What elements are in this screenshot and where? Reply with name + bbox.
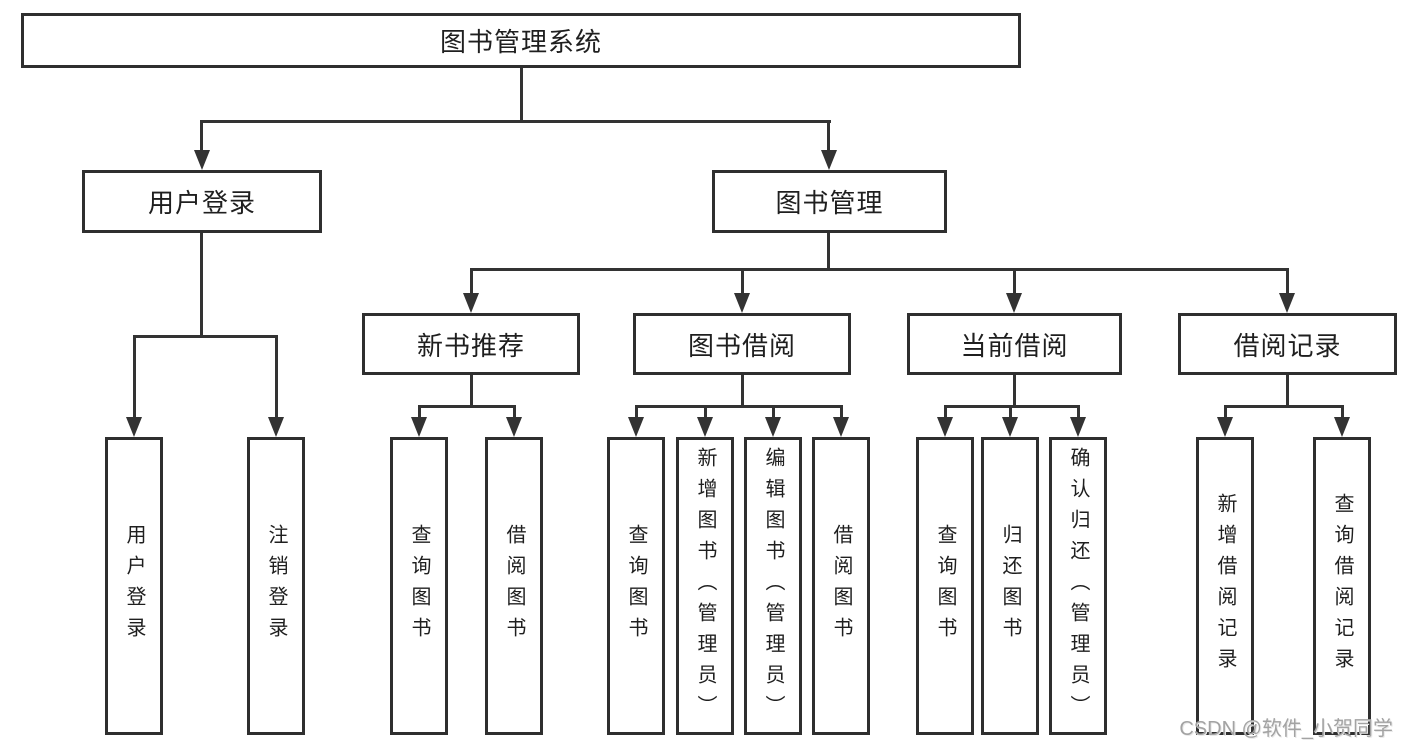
csdn-watermark: CSDN @软件_小贺同学 <box>1179 718 1393 740</box>
node-label: 借阅图书 <box>503 524 525 648</box>
arrow-down-icon <box>1217 417 1233 437</box>
tree-connector-vertical <box>840 405 843 419</box>
leaf-add-borrow-record: 新增借阅记录 <box>1196 437 1254 735</box>
tree-connector-vertical <box>1077 405 1080 419</box>
arrow-down-icon <box>1002 417 1018 437</box>
tree-connector-vertical <box>200 233 203 336</box>
arrow-down-icon <box>126 417 142 437</box>
tree-connector-vertical <box>704 405 707 419</box>
node-label: 用户登录 <box>123 524 145 648</box>
node-label: 查询图书 <box>408 524 430 648</box>
tree-connector-vertical <box>470 268 473 295</box>
arrow-down-icon <box>1006 293 1022 313</box>
tree-connector-horizontal <box>200 120 831 123</box>
node-label: 当前借阅 <box>960 330 1069 361</box>
arrow-down-icon <box>268 417 284 437</box>
node-label: 图书管理系统 <box>439 27 602 57</box>
node-label: 查询图书 <box>934 524 956 648</box>
node-label: 新增借阅记录 <box>1214 493 1236 679</box>
leaf-return-books: 归还图书 <box>981 437 1039 735</box>
tree-connector-vertical <box>513 405 516 419</box>
tree-connector-vertical <box>1013 375 1016 407</box>
leaf-add-books-admin: 新增图书（管理员） <box>676 437 734 735</box>
leaf-confirm-return-admin: 确认归还（管理员） <box>1049 437 1107 735</box>
tree-connector-vertical <box>827 120 830 152</box>
arrow-down-icon <box>628 417 644 437</box>
tree-connector-vertical <box>827 233 830 270</box>
node-label: 借阅图书 <box>830 524 852 648</box>
node-label: 查询借阅记录 <box>1331 493 1353 679</box>
tree-connector-vertical <box>1341 405 1344 419</box>
node-label: 新书推荐 <box>416 330 525 361</box>
tree-connector-vertical <box>470 375 473 407</box>
arrow-down-icon <box>506 417 522 437</box>
node-label: 借阅记录 <box>1233 330 1342 361</box>
arrow-down-icon <box>1334 417 1350 437</box>
node-book-management: 图书管理 <box>712 170 947 233</box>
node-label: 归还图书 <box>999 524 1021 648</box>
node-label: 图书借阅 <box>687 330 796 361</box>
node-current-borrowing: 当前借阅 <box>907 313 1122 375</box>
node-label: 新增图书（管理员） <box>694 446 716 726</box>
leaf-query-books-current: 查询图书 <box>916 437 974 735</box>
arrow-down-icon <box>697 417 713 437</box>
leaf-borrow-books-recommend: 借阅图书 <box>485 437 543 735</box>
tree-connector-vertical <box>741 375 744 407</box>
arrow-down-icon <box>463 293 479 313</box>
arrow-down-icon <box>765 417 781 437</box>
tree-connector-vertical <box>741 268 744 295</box>
tree-connector-horizontal <box>1224 405 1344 408</box>
arrow-down-icon <box>937 417 953 437</box>
node-library-management-system: 图书管理系统 <box>21 13 1021 68</box>
node-new-book-recommendation: 新书推荐 <box>362 313 580 375</box>
node-label: 用户登录 <box>147 188 256 218</box>
node-book-borrowing: 图书借阅 <box>633 313 851 375</box>
leaf-edit-books-admin: 编辑图书（管理员） <box>744 437 802 735</box>
tree-connector-vertical <box>772 405 775 419</box>
arrow-down-icon <box>734 293 750 313</box>
tree-connector-vertical <box>1286 268 1289 295</box>
leaf-query-books-recommend: 查询图书 <box>390 437 448 735</box>
node-label: 确认归还（管理员） <box>1067 446 1089 726</box>
arrow-down-icon <box>821 150 837 170</box>
tree-connector-horizontal <box>133 335 278 338</box>
tree-connector-horizontal <box>944 405 1080 408</box>
tree-connector-horizontal <box>418 405 516 408</box>
arrow-down-icon <box>1279 293 1295 313</box>
tree-connector-vertical <box>418 405 421 419</box>
leaf-borrow-books-borrowing: 借阅图书 <box>812 437 870 735</box>
tree-connector-vertical <box>200 120 203 152</box>
arrow-down-icon <box>833 417 849 437</box>
leaf-query-books-borrowing: 查询图书 <box>607 437 665 735</box>
tree-connector-horizontal <box>635 405 843 408</box>
node-borrowing-records: 借阅记录 <box>1178 313 1397 375</box>
leaf-logout: 注销登录 <box>247 437 305 735</box>
tree-connector-vertical <box>520 68 523 123</box>
tree-connector-vertical <box>1013 268 1016 295</box>
tree-connector-vertical <box>1286 375 1289 407</box>
node-label: 编辑图书（管理员） <box>762 446 784 726</box>
tree-connector-vertical <box>1009 405 1012 419</box>
node-label: 注销登录 <box>265 524 287 648</box>
tree-connector-vertical <box>133 335 136 419</box>
node-label: 图书管理 <box>775 188 884 218</box>
tree-connector-vertical <box>944 405 947 419</box>
node-label: 查询图书 <box>625 524 647 648</box>
arrow-down-icon <box>194 150 210 170</box>
tree-connector-vertical <box>635 405 638 419</box>
tree-connector-horizontal <box>470 268 1289 271</box>
leaf-user-login: 用户登录 <box>105 437 163 735</box>
arrow-down-icon <box>411 417 427 437</box>
node-user-login: 用户登录 <box>82 170 322 233</box>
leaf-query-borrow-record: 查询借阅记录 <box>1313 437 1371 735</box>
tree-connector-vertical <box>275 335 278 419</box>
arrow-down-icon <box>1070 417 1086 437</box>
tree-connector-vertical <box>1224 405 1227 419</box>
